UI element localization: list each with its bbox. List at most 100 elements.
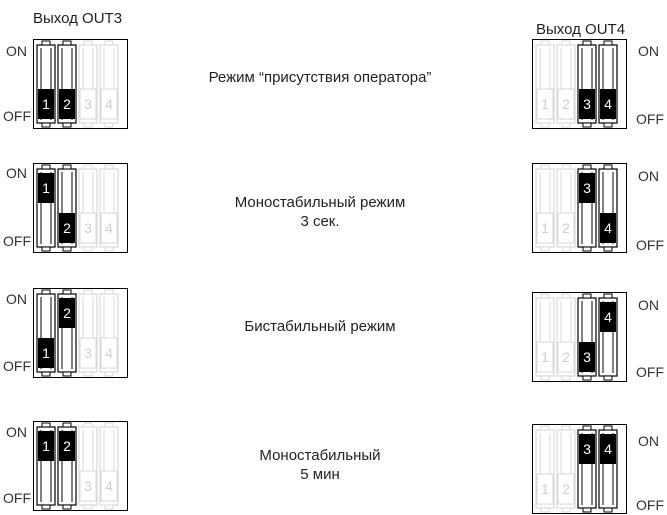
mode-line: Бистабильный режим xyxy=(244,318,396,335)
mode-line: 3 сек. xyxy=(300,213,340,230)
out3-header: Выход OUT3 xyxy=(33,10,123,27)
dip-switch-3: 3 xyxy=(78,40,98,128)
out3-off-label-row2: OFF xyxy=(3,233,31,249)
switch-number: 3 xyxy=(583,349,591,365)
dip-switch-2: 2 xyxy=(556,293,576,381)
switch-number: 2 xyxy=(63,96,71,112)
switch-number: 2 xyxy=(562,481,570,497)
out3-on-label-row1: ON xyxy=(6,43,27,59)
out4-on-label-row4: ON xyxy=(638,433,659,449)
switch-number: 1 xyxy=(42,96,50,112)
dip-switch-1: 1 xyxy=(36,40,56,128)
dip-switch-1: 1 xyxy=(535,425,555,513)
switch-number: 4 xyxy=(604,220,612,236)
dip-switch-3: 3 xyxy=(577,425,597,513)
dip-switch-3: 3 xyxy=(78,289,98,377)
switch-number: 1 xyxy=(541,349,549,365)
mode-line: Моностабильный режим xyxy=(234,194,406,211)
switch-number: 4 xyxy=(604,96,612,112)
out4-off-label-row1: OFF xyxy=(636,111,664,127)
dip-switch-2: 2 xyxy=(57,164,77,252)
dip-switch-3: 3 xyxy=(577,40,597,128)
dip-switch-4: 4 xyxy=(99,164,119,252)
switch-number: 1 xyxy=(541,96,549,112)
out4-off-label-row2: OFF xyxy=(636,237,664,253)
dip-switch-3: 3 xyxy=(78,422,98,510)
switch-number: 3 xyxy=(583,441,591,457)
switch-number: 4 xyxy=(105,345,113,361)
out3-on-label-row3: ON xyxy=(6,291,27,307)
dip-switch-3: 3 xyxy=(577,164,597,252)
switch-number: 1 xyxy=(541,481,549,497)
switch-number: 2 xyxy=(562,96,570,112)
switch-number: 3 xyxy=(84,96,92,112)
dip-switch-2: 2 xyxy=(556,164,576,252)
switch-number: 4 xyxy=(105,478,113,494)
switch-number: 1 xyxy=(42,345,50,361)
dip-switch-2: 2 xyxy=(556,40,576,128)
switch-number: 4 xyxy=(604,441,612,457)
dip-switch-2: 2 xyxy=(57,422,77,510)
out3-on-label-row4: ON xyxy=(6,424,27,440)
switch-number: 1 xyxy=(541,220,549,236)
switch-number: 3 xyxy=(84,345,92,361)
switch-number: 4 xyxy=(105,220,113,236)
dip-switch-2: 2 xyxy=(57,40,77,128)
dip-switch-1: 1 xyxy=(535,40,555,128)
out4-header: Выход OUT4 xyxy=(536,21,626,38)
dip-switch-1: 1 xyxy=(36,422,56,510)
dip-switch-1: 1 xyxy=(36,164,56,252)
mode-label-row4: Моностабильный 5 мин xyxy=(160,446,480,484)
dip-switch-4: 4 xyxy=(598,425,618,513)
dip-switch-1: 1 xyxy=(535,293,555,381)
dip-switch-3: 3 xyxy=(78,164,98,252)
switch-number: 2 xyxy=(63,305,71,321)
switch-number: 3 xyxy=(84,220,92,236)
dip-switch-4: 4 xyxy=(99,40,119,128)
out3-off-label-row3: OFF xyxy=(3,358,31,374)
mode-line: Режим “присутствия оператора” xyxy=(208,69,432,86)
switch-number: 2 xyxy=(562,220,570,236)
mode-line: 5 мин xyxy=(300,466,340,483)
mode-label-row3: Бистабильный режим xyxy=(160,317,480,336)
switch-number: 4 xyxy=(604,309,612,325)
switch-number: 3 xyxy=(583,96,591,112)
switch-number: 1 xyxy=(42,438,50,454)
dip-switch-2: 2 xyxy=(556,425,576,513)
dip-switch-4: 4 xyxy=(598,293,618,381)
switch-number: 1 xyxy=(42,180,50,196)
dip-switch-4: 4 xyxy=(598,164,618,252)
out4-on-label-row1: ON xyxy=(638,43,659,59)
switch-number: 4 xyxy=(105,96,113,112)
out3-off-label-row4: OFF xyxy=(3,490,31,506)
out4-off-label-row4: OFF xyxy=(636,497,664,513)
mode-label-row1: Режим “присутствия оператора” xyxy=(160,68,480,87)
mode-label-row2: Моностабильный режим 3 сек. xyxy=(160,193,480,231)
dip-switch-2: 2 xyxy=(57,289,77,377)
switch-number: 2 xyxy=(63,220,71,236)
mode-line: Моностабильный xyxy=(259,447,381,464)
out3-off-label-row1: OFF xyxy=(3,108,31,124)
out4-off-label-row3: OFF xyxy=(636,364,664,380)
out4-on-label-row2: ON xyxy=(638,168,659,184)
dip-switch-4: 4 xyxy=(99,289,119,377)
switch-number: 2 xyxy=(562,349,570,365)
out4-on-label-row3: ON xyxy=(638,297,659,313)
dip-switch-4: 4 xyxy=(598,40,618,128)
switch-number: 3 xyxy=(583,180,591,196)
switch-number: 2 xyxy=(63,438,71,454)
switch-number: 3 xyxy=(84,478,92,494)
dip-switch-3: 3 xyxy=(577,293,597,381)
out3-on-label-row2: ON xyxy=(6,165,27,181)
dip-switch-1: 1 xyxy=(535,164,555,252)
dip-switch-4: 4 xyxy=(99,422,119,510)
dip-switch-1: 1 xyxy=(36,289,56,377)
